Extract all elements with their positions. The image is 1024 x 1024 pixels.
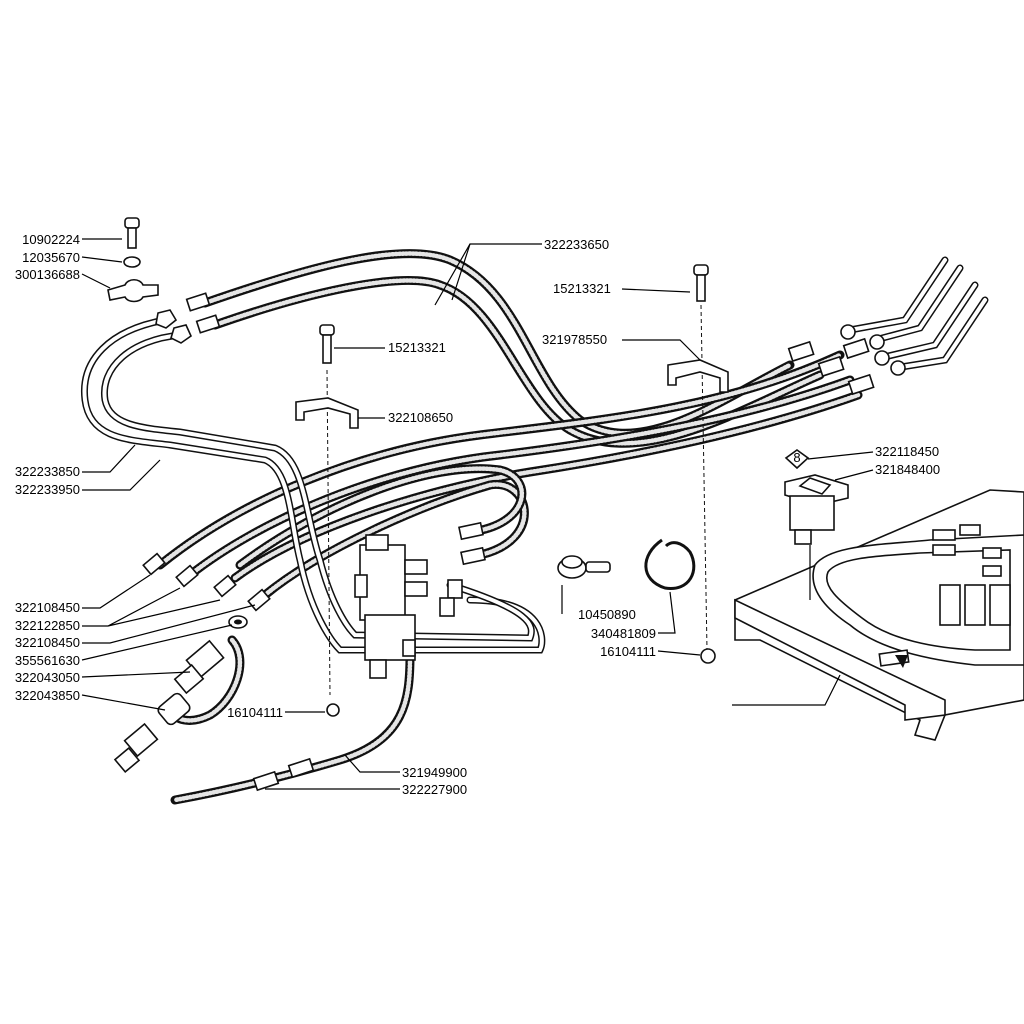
bracket-right (667, 359, 729, 393)
callout-10450890: 10450890 (578, 607, 636, 622)
svg-text:8: 8 (793, 450, 800, 465)
axis-right (700, 304, 708, 651)
screw-top-right (693, 264, 709, 302)
clamp-top-left (107, 278, 159, 303)
callout-322122850: 322122850 (15, 618, 80, 633)
callout-321978550: 321978550 (542, 332, 607, 347)
quick-coupler-female (113, 692, 191, 774)
hose-clip (557, 555, 611, 579)
callout-321949900: 321949900 (402, 765, 467, 780)
callout-355561630: 355561630 (15, 653, 80, 668)
axis-center (326, 369, 331, 696)
callout-321848400: 321848400 (875, 462, 940, 477)
bracket-center (295, 397, 359, 429)
nut-right (700, 648, 716, 664)
callout-322108650: 322108650 (388, 410, 453, 425)
callout-12035670: 12035670 (22, 250, 80, 265)
callout-300136688: 300136688 (15, 267, 80, 282)
washer-top-left (123, 256, 141, 268)
callout-322233950: 322233950 (15, 482, 80, 497)
callout-10902224: 10902224 (22, 232, 80, 247)
callout-322118450: 322118450 (875, 444, 939, 459)
valve-block (354, 534, 428, 679)
quick-coupler-male (173, 639, 225, 695)
screw-center (319, 324, 335, 364)
callout-15213321-center: 15213321 (388, 340, 446, 355)
screw-top-left (124, 217, 140, 249)
callout-322043850: 322043850 (15, 688, 80, 703)
nut-center (326, 703, 340, 717)
callout-340481809: 340481809 (591, 626, 656, 641)
rigid-pipes (80, 256, 989, 654)
circlip (644, 538, 696, 590)
cable-connector (252, 757, 315, 792)
callout-16104111-center: 16104111 (227, 705, 283, 720)
callout-16104111-right: 16104111 (600, 644, 656, 659)
callout-322108450-b: 322108450 (15, 635, 80, 650)
callout-labels: 10902224 12035670 300136688 322233650 15… (15, 232, 940, 797)
callout-322227900: 322227900 (402, 782, 467, 797)
control-panel-illustration (734, 489, 1024, 741)
callout-15213321-top: 15213321 (553, 281, 611, 296)
callout-322043050: 322043050 (15, 670, 80, 685)
seal-ring (228, 615, 248, 629)
leader-lines (81, 238, 874, 790)
callout-322233850: 322233850 (15, 464, 80, 479)
callout-322233650: 322233650 (544, 237, 609, 252)
hose-fittings (142, 292, 906, 617)
callout-322108450-a: 322108450 (15, 600, 80, 615)
rocker-switch (784, 474, 849, 545)
switch-decal: 8 (784, 449, 810, 470)
